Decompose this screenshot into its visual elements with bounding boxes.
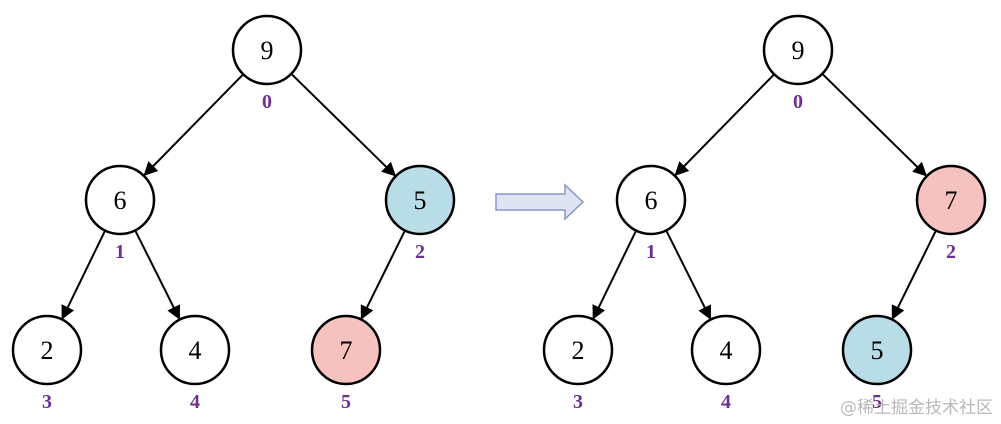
after-node-circle-1 — [615, 164, 687, 236]
right-arrow-icon — [495, 183, 585, 221]
before-node-circle-4 — [159, 314, 231, 386]
before-node-index-1: 1 — [115, 241, 125, 263]
before-edge-0-1 — [143, 73, 244, 177]
after-edge-0-1 — [674, 73, 775, 177]
after-node-circle-3 — [542, 314, 614, 386]
after-node-1: 61 — [615, 164, 687, 263]
after-node-4: 44 — [690, 314, 762, 413]
after-node-0: 90 — [762, 14, 834, 113]
before-node-circle-1 — [84, 164, 156, 236]
before-node-5: 75 — [310, 314, 382, 413]
before-node-index-4: 4 — [190, 391, 200, 413]
after-node-circle-2 — [915, 164, 987, 236]
before-node-index-3: 3 — [42, 391, 52, 413]
after-node-index-0: 0 — [793, 91, 803, 113]
after-node-value-4: 4 — [720, 336, 733, 365]
before-node-index-2: 2 — [415, 241, 425, 263]
before-node-circle-0 — [231, 14, 303, 86]
before-edge-1-3 — [61, 230, 107, 320]
after-edge-2-5 — [891, 230, 937, 320]
before-node-index-5: 5 — [341, 391, 351, 413]
after-node-index-1: 1 — [646, 241, 656, 263]
after-node-index-3: 3 — [573, 391, 583, 413]
before-node-index-0: 0 — [262, 91, 272, 113]
edges-layer — [61, 73, 937, 320]
after-node-circle-5 — [841, 314, 913, 386]
after-node-index-2: 2 — [946, 241, 956, 263]
after-node-value-0: 9 — [792, 36, 805, 65]
after-node-index-4: 4 — [721, 391, 731, 413]
before-node-value-4: 4 — [189, 336, 202, 365]
after-node-value-2: 7 — [945, 186, 958, 215]
before-node-value-0: 9 — [261, 36, 274, 65]
after-edge-0-2 — [821, 73, 928, 177]
before-edge-1-4 — [134, 229, 181, 320]
after-edge-1-3 — [592, 230, 638, 320]
after-node-circle-4 — [690, 314, 762, 386]
after-node-2: 72 — [915, 164, 987, 263]
before-node-value-3: 2 — [41, 336, 54, 365]
before-node-4: 44 — [159, 314, 231, 413]
watermark-text: @稀土掘金技术社区 — [840, 398, 993, 418]
after-node-value-1: 6 — [645, 186, 658, 215]
before-edge-2-5 — [360, 230, 406, 320]
after-node-value-5: 5 — [871, 336, 884, 365]
before-node-circle-3 — [11, 314, 83, 386]
before-edge-0-2 — [290, 73, 397, 177]
before-node-1: 61 — [84, 164, 156, 263]
after-edge-1-4 — [665, 229, 712, 320]
before-node-circle-2 — [384, 164, 456, 236]
before-node-value-1: 6 — [114, 186, 127, 215]
before-node-value-5: 7 — [340, 336, 353, 365]
before-node-circle-5 — [310, 314, 382, 386]
before-node-0: 90 — [231, 14, 303, 113]
after-node-circle-0 — [762, 14, 834, 86]
after-node-value-3: 2 — [572, 336, 585, 365]
after-node-3: 23 — [542, 314, 614, 413]
before-node-3: 23 — [11, 314, 83, 413]
before-node-2: 52 — [384, 164, 456, 263]
after-node-5: 55 — [841, 314, 913, 413]
after-node-index-5: 5 — [872, 391, 882, 413]
before-node-value-2: 5 — [414, 186, 427, 215]
